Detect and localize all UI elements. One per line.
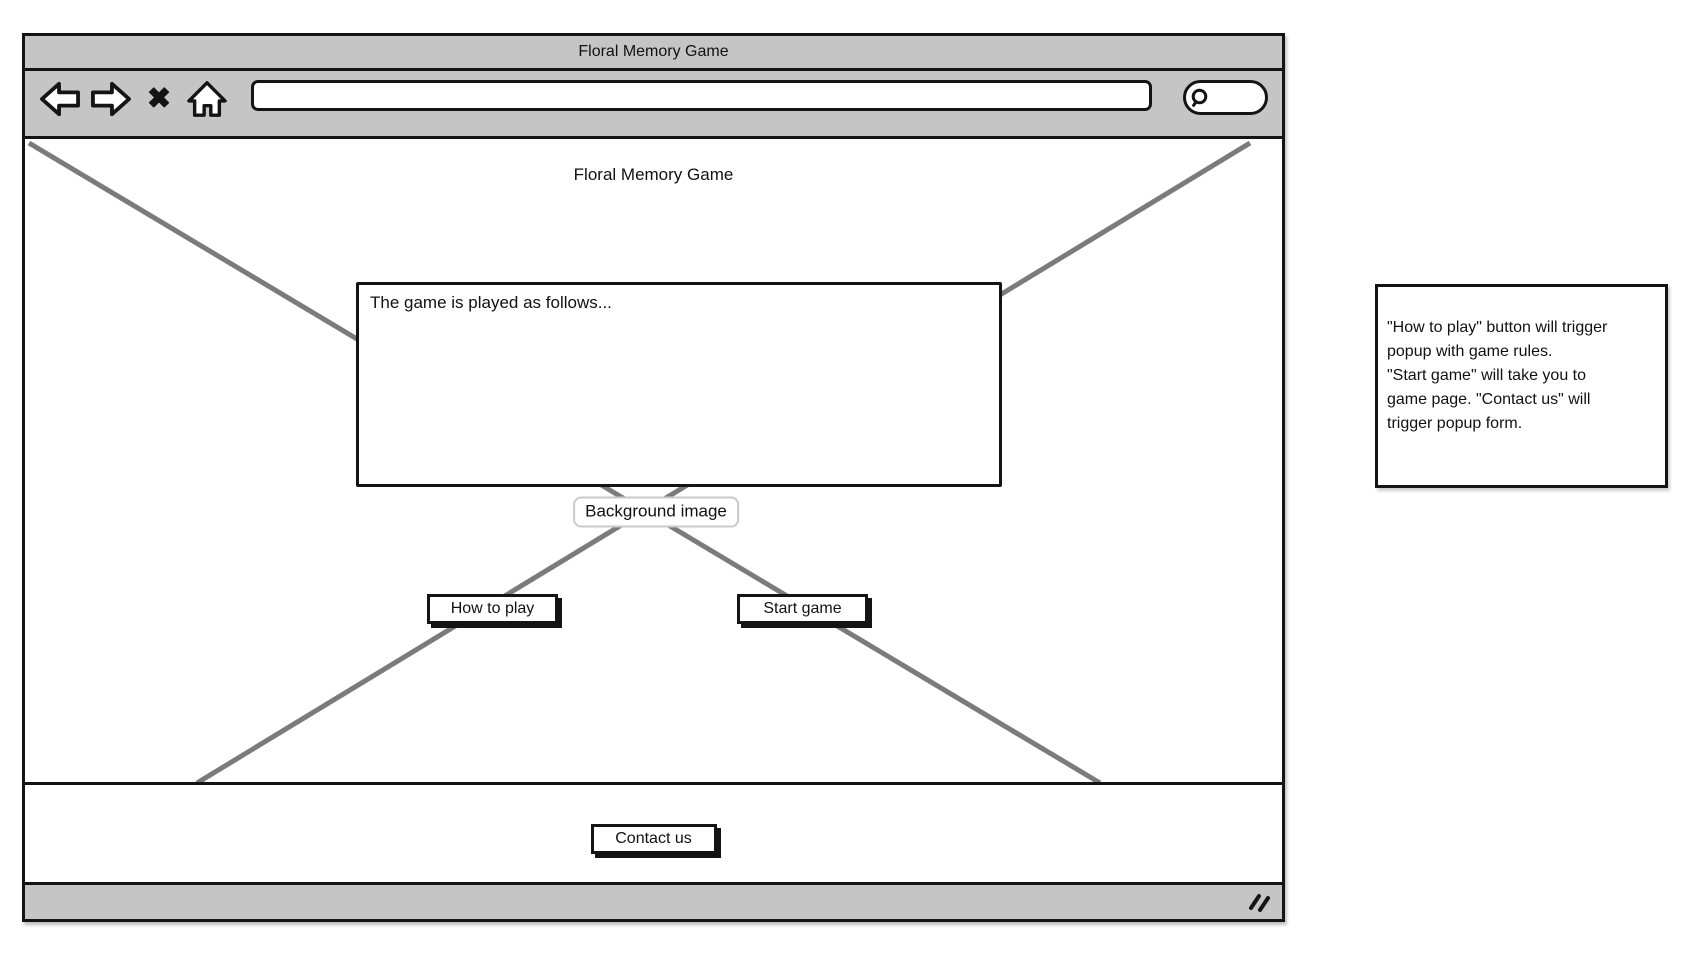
browser-titlebar: Floral Memory Game	[25, 36, 1282, 71]
window-title: Floral Memory Game	[578, 43, 729, 60]
page-footer: Contact us	[25, 782, 1282, 882]
url-bar[interactable]	[251, 80, 1152, 111]
browser-window: Floral Memory Game ✖ Floral Memory Game …	[22, 33, 1285, 922]
page-content: Floral Memory Game The game is played as…	[25, 139, 1282, 782]
annotation-note-text: "How to play" button will trigger popup …	[1387, 319, 1608, 432]
back-arrow-icon[interactable]	[39, 80, 81, 118]
background-image-label: Background image	[573, 496, 739, 528]
page-title: Floral Memory Game	[573, 165, 734, 184]
annotation-note: "How to play" button will trigger popup …	[1375, 284, 1668, 488]
game-description-box: The game is played as follows...	[356, 282, 1002, 487]
close-x-icon[interactable]: ✖	[146, 82, 172, 115]
how-to-play-button[interactable]: How to play	[427, 594, 558, 624]
forward-arrow-icon[interactable]	[90, 80, 132, 118]
contact-us-button[interactable]: Contact us	[590, 824, 717, 854]
home-icon[interactable]	[186, 80, 228, 118]
resize-handle-icon[interactable]	[1247, 891, 1273, 913]
browser-toolbar: ✖	[25, 71, 1282, 139]
start-game-button[interactable]: Start game	[737, 594, 868, 624]
magnifier-icon	[1191, 88, 1208, 107]
status-bar	[25, 882, 1282, 919]
search-box[interactable]	[1183, 80, 1268, 115]
